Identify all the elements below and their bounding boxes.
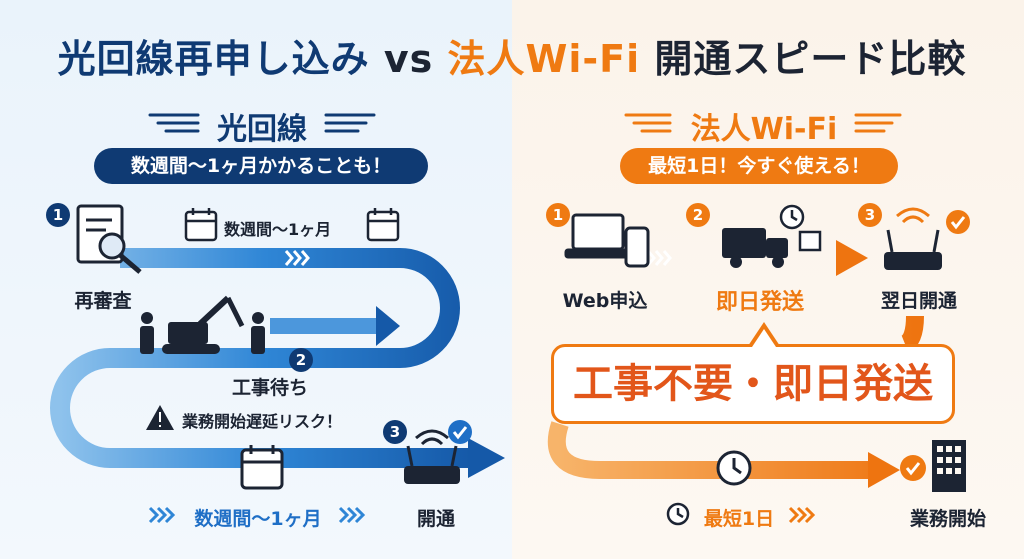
period-label-top: 数週間〜1ヶ月 (224, 220, 332, 239)
fiber-banner: 数週間〜1ヶ月かかることも！ (94, 148, 428, 184)
laptop-icon (564, 213, 632, 259)
heading-speed-lines-left (148, 113, 376, 133)
construction-worker-icon (140, 312, 154, 354)
step-number: 1 (546, 203, 570, 227)
step-label-review: 再審査 (74, 290, 132, 312)
step-number: 3 (858, 203, 882, 227)
check-icon (900, 455, 926, 481)
page-title: 光回線再申し込み vs 法人Wi-Fi 開通スピード比較 (0, 28, 1024, 83)
title-fiber: 光回線再申し込み (57, 37, 370, 81)
delay-risk-label: 業務開始遅延リスク！ (182, 412, 343, 431)
step-number: 1 (46, 203, 70, 227)
no-construction-callout: 工事不要・即日発送 (551, 344, 955, 424)
step-number: 3 (383, 420, 407, 444)
fiber-heading: 光回線 (217, 112, 307, 147)
clock-icon (779, 204, 805, 230)
chevron-icon (148, 506, 366, 524)
warning-icon (146, 405, 174, 430)
step-label-same-day-ship: 即日発送 (715, 290, 804, 315)
title-wifi: 法人Wi-Fi (447, 37, 641, 81)
fiber-timeline-path (50, 248, 505, 478)
wifi-signal-icon (896, 207, 930, 224)
clock-icon (716, 450, 752, 486)
clock-icon (666, 502, 690, 526)
router-icon (884, 229, 942, 270)
business-start-label: 業務開始 (909, 508, 986, 530)
heading-speed-lines-right (624, 113, 902, 133)
title-comparison: 開通スピード比較 (654, 37, 967, 81)
step-label-construction-wait: 工事待ち (231, 377, 308, 399)
smartphone-icon (624, 226, 650, 268)
calendar-icon (240, 445, 284, 490)
check-icon (448, 420, 472, 444)
step-number: 2 (686, 203, 710, 227)
duration-label: 最短1日 (703, 508, 775, 530)
step-number: 2 (289, 348, 313, 372)
wifi-heading: 法人Wi-Fi (690, 112, 838, 147)
wifi-timeline-path (547, 240, 924, 488)
step-label-next-day-activation: 翌日開通 (880, 290, 957, 312)
document-search-icon (76, 204, 142, 274)
period-label-bottom: 数週間〜1ヶ月 (194, 508, 322, 530)
router-icon (404, 445, 460, 484)
package-icon (798, 230, 822, 252)
step-label-activation: 開通 (416, 508, 455, 530)
wifi-banner: 最短1日！今すぐ使える！ (620, 148, 898, 184)
calendar-icon (366, 208, 400, 242)
chevron-icon (788, 506, 816, 524)
delivery-truck-icon (722, 228, 788, 268)
calendar-icon (184, 208, 218, 242)
office-building-icon (932, 440, 966, 492)
construction-worker-icon (251, 312, 265, 354)
callout-tail-inner (752, 329, 776, 347)
check-icon (946, 210, 970, 234)
title-vs: vs (383, 37, 434, 81)
step-label-web-apply: Web申込 (562, 290, 648, 312)
wifi-signal-icon (415, 429, 449, 446)
excavator-icon (162, 295, 245, 354)
